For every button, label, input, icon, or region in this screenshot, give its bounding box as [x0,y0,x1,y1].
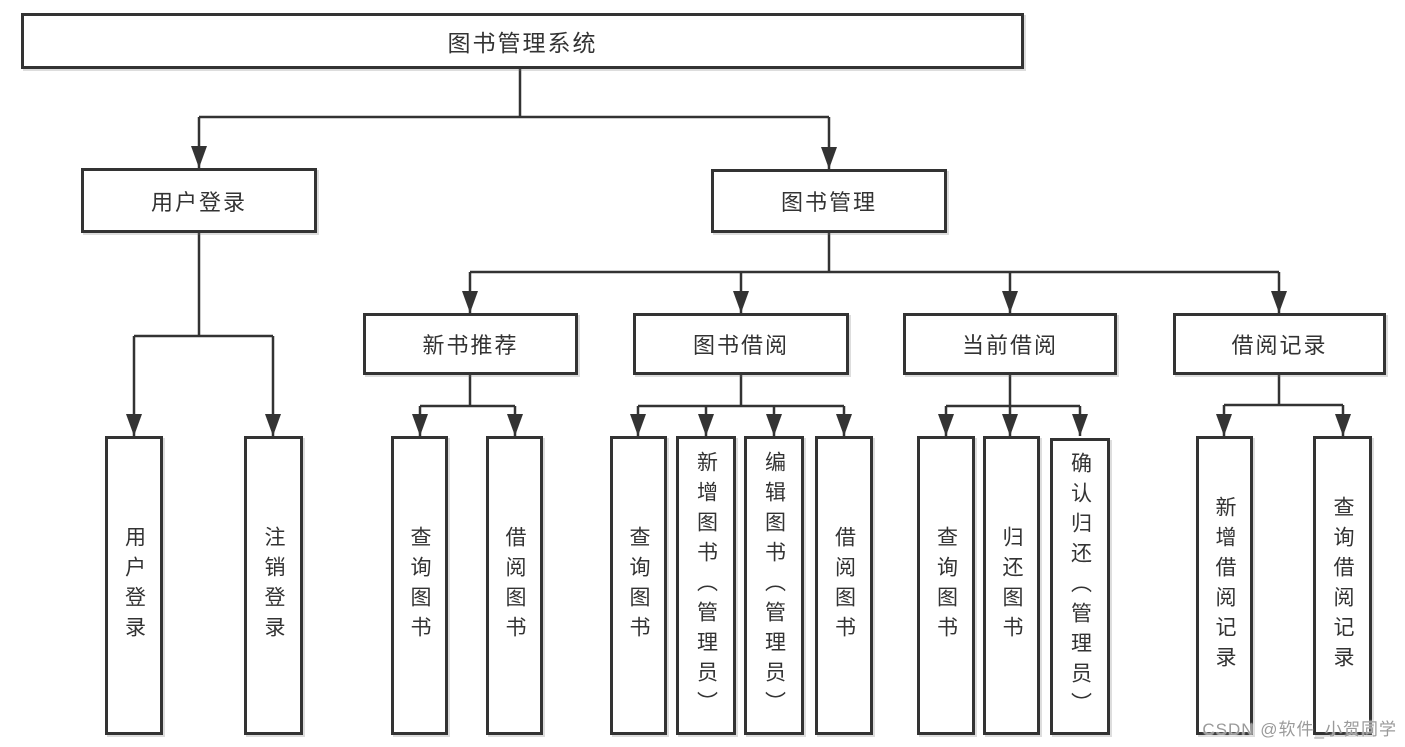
leaf-borrow-books-label: 借阅图书 [832,525,856,646]
leaf-return-books-label: 归还图书 [1000,525,1023,646]
leaf-borrow-books: 借阅图书 [815,436,873,735]
leaf-query-books-current: 查询图书 [917,436,975,735]
leaf-add-books-admin-label: 新增图书（管理员） [694,450,718,721]
leaf-edit-books-admin: 编辑图书（管理员） [744,436,804,735]
node-borrowing-records-label: 借阅记录 [1231,333,1328,358]
tree-edges [132,69,1345,436]
leaf-query-books-borrow-label: 查询图书 [627,525,650,646]
leaf-query-books-current-label: 查询图书 [934,525,958,646]
node-book-management-label: 图书管理 [780,190,877,215]
leaf-add-borrow-record-label: 新增借阅记录 [1213,495,1236,676]
node-current-borrowing-label: 当前借阅 [961,333,1058,358]
csdn-watermark: CSDN @软件_小贺同学 [1202,720,1397,739]
leaf-user-login: 用户登录 [105,436,163,735]
leaf-query-books-borrow: 查询图书 [610,436,667,735]
leaf-query-borrow-record: 查询借阅记录 [1313,436,1372,735]
leaf-query-borrow-record-label: 查询借阅记录 [1331,495,1354,676]
leaf-logout-label: 注销登录 [262,525,285,646]
node-root-system: 图书管理系统 [21,13,1024,69]
node-new-book-recommend: 新书推荐 [363,313,578,375]
node-new-book-recommend-label: 新书推荐 [422,333,519,358]
node-user-login: 用户登录 [81,168,317,233]
node-book-management: 图书管理 [711,169,947,233]
leaf-borrow-books-recommend: 借阅图书 [486,436,543,735]
node-user-login-label: 用户登录 [150,189,247,215]
leaf-return-books: 归还图书 [983,436,1040,735]
arrowheads [126,146,1351,436]
leaf-user-login-label: 用户登录 [122,525,146,646]
leaf-query-books-recommend-label: 查询图书 [408,525,431,646]
node-borrowing-records: 借阅记录 [1173,313,1386,375]
leaf-confirm-return-admin-label: 确认归还（管理员） [1068,451,1092,722]
leaf-add-borrow-record: 新增借阅记录 [1196,436,1253,735]
leaf-logout: 注销登录 [244,436,303,735]
leaf-borrow-books-recommend-label: 借阅图书 [503,525,526,646]
node-book-borrowing: 图书借阅 [633,313,849,375]
leaf-query-books-recommend: 查询图书 [391,436,448,735]
leaf-add-books-admin: 新增图书（管理员） [676,436,736,735]
node-book-borrowing-label: 图书借阅 [692,333,789,358]
node-root-label: 图书管理系统 [447,30,598,56]
leaf-confirm-return-admin: 确认归还（管理员） [1050,438,1110,735]
node-current-borrowing: 当前借阅 [903,313,1117,375]
leaf-edit-books-admin-label: 编辑图书（管理员） [762,450,786,721]
